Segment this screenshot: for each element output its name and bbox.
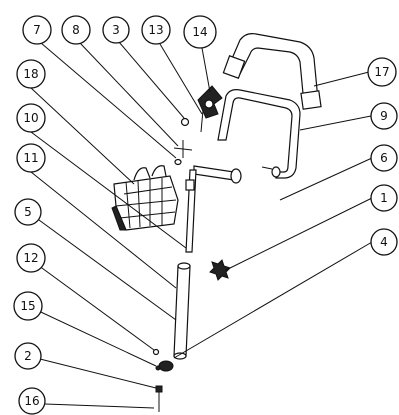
callout-17: 17	[367, 57, 397, 87]
foot-cap-part	[158, 360, 174, 372]
wire-basket-part	[111, 165, 179, 231]
bolt-part	[200, 109, 204, 133]
svg-text:17: 17	[374, 65, 389, 79]
callout-15: 15	[13, 291, 43, 321]
long-bolt-part	[155, 385, 163, 412]
svg-text:13: 13	[148, 23, 163, 37]
svg-text:14: 14	[192, 25, 207, 39]
washer-part	[174, 158, 182, 166]
small-nut-part	[180, 117, 190, 127]
frame-loop-part	[217, 89, 301, 179]
svg-text:8: 8	[72, 23, 80, 37]
small-fastener-part	[155, 365, 161, 371]
clamp-bracket-part	[197, 85, 223, 119]
svg-text:3: 3	[112, 23, 120, 37]
svg-text:12: 12	[23, 251, 38, 265]
svg-text:7: 7	[33, 23, 41, 37]
svg-text:2: 2	[24, 349, 32, 363]
svg-text:6: 6	[380, 151, 388, 165]
leader-lines	[27, 41, 373, 409]
svg-text:16: 16	[24, 394, 39, 408]
small-washer-part	[152, 348, 160, 356]
svg-text:5: 5	[24, 205, 32, 219]
svg-text:18: 18	[23, 67, 38, 81]
callout-1: 1	[370, 184, 398, 212]
callout-13: 13	[141, 15, 171, 45]
callout-3: 3	[102, 16, 130, 44]
callout-2: 2	[14, 342, 42, 370]
handlebar-part	[222, 33, 322, 110]
callout-4: 4	[370, 228, 398, 256]
svg-text:4: 4	[380, 235, 388, 249]
svg-text:9: 9	[380, 109, 388, 123]
callout-12: 12	[16, 243, 46, 273]
t-pin-part	[173, 140, 193, 158]
callout-6: 6	[370, 144, 398, 172]
callout-16: 16	[18, 387, 46, 415]
svg-text:1: 1	[380, 191, 388, 205]
svg-text:15: 15	[20, 299, 35, 313]
star-knob-part	[209, 259, 231, 281]
stem-shaft-part	[185, 169, 197, 253]
main-column-tube-part	[173, 262, 191, 360]
callout-9: 9	[370, 102, 398, 130]
callout-18: 18	[16, 59, 46, 89]
callout-11: 11	[16, 143, 46, 173]
callout-14: 14	[183, 15, 217, 49]
callout-8: 8	[61, 15, 91, 45]
svg-text:10: 10	[23, 111, 38, 125]
callout-7: 7	[22, 15, 52, 45]
callout-10: 10	[16, 103, 46, 133]
svg-text:11: 11	[23, 151, 38, 165]
stem-tube-part	[193, 165, 281, 184]
callout-5: 5	[14, 198, 42, 226]
